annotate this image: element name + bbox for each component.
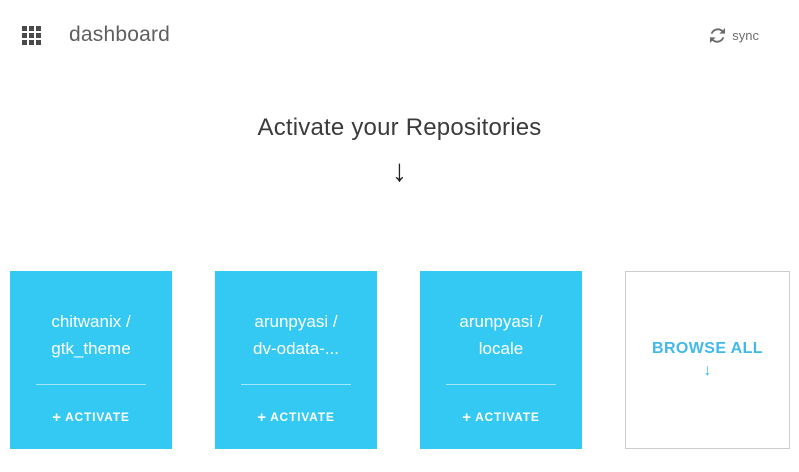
browse-down-arrow-icon: ↓ xyxy=(703,362,712,379)
card-divider xyxy=(240,384,352,385)
apps-grid-icon[interactable] xyxy=(22,25,41,45)
hero-title: Activate your Repositories xyxy=(257,114,542,141)
activate-button[interactable]: + ACTIVATE xyxy=(10,385,172,449)
page-title: dashboard xyxy=(69,23,171,46)
down-arrow-icon: ↓ xyxy=(391,153,408,188)
repo-card-arunpyasi-dv-odata[interactable]: arunpyasi / dv-odata-... + ACTIVATE xyxy=(215,271,377,449)
activate-label: ACTIVATE xyxy=(475,410,540,424)
repo-cards-row: chitwanix / gtk_theme + ACTIVATE arunpya… xyxy=(0,271,799,449)
sync-button[interactable]: sync xyxy=(710,27,759,43)
card-divider xyxy=(35,384,147,385)
browse-all-card[interactable]: BROWSE ALL ↓ xyxy=(625,271,790,449)
hero-section: Activate your Repositories ↓ xyxy=(0,114,799,190)
activate-button[interactable]: + ACTIVATE xyxy=(420,385,582,449)
repo-card-arunpyasi-locale[interactable]: arunpyasi / locale + ACTIVATE xyxy=(420,271,582,449)
sync-label: sync xyxy=(732,27,759,43)
plus-icon: + xyxy=(462,408,472,426)
header: dashboard sync xyxy=(0,0,799,70)
activate-label: ACTIVATE xyxy=(270,410,335,424)
plus-icon: + xyxy=(257,408,267,426)
repo-name: arunpyasi / locale xyxy=(459,311,543,358)
repo-card-chitwanix-gtk-theme[interactable]: chitwanix / gtk_theme + ACTIVATE xyxy=(10,271,172,449)
activate-button[interactable]: + ACTIVATE xyxy=(215,385,377,449)
repo-name: chitwanix / gtk_theme xyxy=(51,311,131,358)
activate-label: ACTIVATE xyxy=(65,410,130,424)
repo-name: arunpyasi / dv-odata-... xyxy=(253,311,339,358)
browse-all-label: BROWSE ALL xyxy=(652,340,763,357)
plus-icon: + xyxy=(52,408,62,426)
sync-refresh-icon xyxy=(710,27,726,43)
card-divider xyxy=(445,384,557,385)
